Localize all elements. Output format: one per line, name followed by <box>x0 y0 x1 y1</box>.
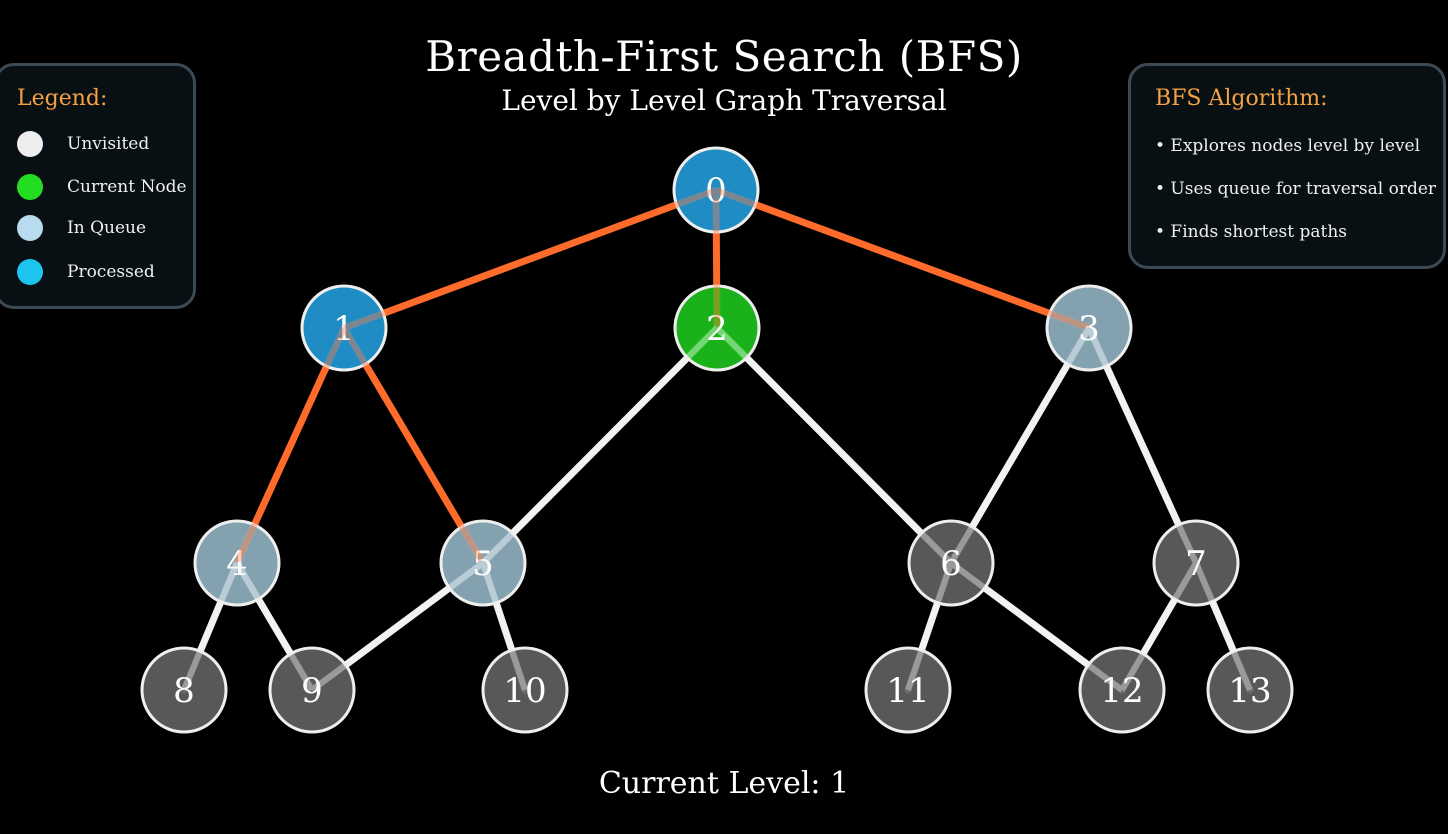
nodes-layer: 012345678910111213 <box>140 146 1294 734</box>
graph-node-2: 2 <box>673 284 761 372</box>
node-label: 4 <box>226 544 248 584</box>
node-circle <box>439 519 527 607</box>
legend-item-current: Current Node <box>17 173 187 201</box>
legend-heading: Legend: <box>17 86 108 111</box>
edge-overlay-3-7 <box>1086 326 1199 565</box>
edge-overlay-layer <box>181 187 1253 693</box>
node-circle <box>268 646 356 734</box>
edge-overlay-3-6 <box>948 326 1092 565</box>
graph-node-6: 6 <box>907 519 995 607</box>
node-circle <box>481 646 569 734</box>
graph-node-4: 4 <box>193 519 281 607</box>
node-label: 1 <box>333 309 355 349</box>
page-title: Breadth-First Search (BFS) <box>425 32 1023 81</box>
algorithm-panel: BFS Algorithm: • Explores nodes level by… <box>1128 63 1446 269</box>
node-circle <box>140 646 228 734</box>
node-label: 3 <box>1078 309 1100 349</box>
edge-overlay-2-6 <box>714 325 954 566</box>
legend-label: Unvisited <box>67 134 150 154</box>
node-circle <box>673 284 761 372</box>
node-label: 13 <box>1228 671 1271 711</box>
edge-overlay-0-3 <box>714 187 1091 331</box>
edge-overlay-6-11 <box>905 562 954 691</box>
edge-2-5 <box>479 324 721 567</box>
node-label: 9 <box>301 671 323 711</box>
node-circle <box>864 646 952 734</box>
node-circle <box>672 146 760 234</box>
graph-node-1: 1 <box>300 284 388 372</box>
graph-node-5: 5 <box>439 519 527 607</box>
legend-swatch <box>17 174 43 200</box>
graph-node-9: 9 <box>268 646 356 734</box>
node-circle <box>300 284 388 372</box>
node-circle <box>1045 284 1133 372</box>
node-circle <box>1078 646 1166 734</box>
page-subtitle: Level by Level Graph Traversal <box>501 84 947 117</box>
node-label: 2 <box>706 309 728 349</box>
legend-item-in-queue: In Queue <box>17 214 146 242</box>
node-label: 8 <box>173 671 195 711</box>
legend-item-unvisited: Unvisited <box>17 130 149 158</box>
edge-overlay-7-13 <box>1193 561 1253 692</box>
node-label: 12 <box>1100 671 1143 711</box>
edge-overlay-0-1 <box>342 187 718 331</box>
edge-overlay-4-9 <box>234 561 315 692</box>
node-circle <box>1206 646 1294 734</box>
graph-node-8: 8 <box>140 646 228 734</box>
graph-node-11: 11 <box>864 646 952 734</box>
legend-swatch <box>17 215 43 241</box>
node-label: 7 <box>1185 544 1207 584</box>
edge-overlay-0-2 <box>713 189 720 329</box>
legend-label: In Queue <box>67 218 147 238</box>
algorithm-heading: BFS Algorithm: <box>1155 86 1328 111</box>
graph-node-10: 10 <box>481 646 569 734</box>
edge-overlay-7-12 <box>1119 561 1199 692</box>
node-circle <box>907 519 995 607</box>
legend-swatch <box>17 131 43 157</box>
node-circle <box>1152 519 1240 607</box>
legend-item-processed: Processed <box>17 258 155 286</box>
node-label: 5 <box>472 544 494 584</box>
edge-overlay-1-5 <box>341 326 486 565</box>
graph-node-12: 12 <box>1078 646 1166 734</box>
legend-swatch <box>17 259 43 285</box>
edge-overlay-1-4 <box>234 326 347 565</box>
edge-0-1 <box>340 186 720 332</box>
node-circle <box>193 519 281 607</box>
edge-3-6 <box>947 324 1093 567</box>
algorithm-item: • Uses queue for traversal order <box>1155 179 1437 199</box>
node-label: 6 <box>940 544 962 584</box>
graph-node-0: 0 <box>672 146 760 234</box>
edge-overlay-2-5 <box>480 325 720 566</box>
edge-0-3 <box>712 186 1093 332</box>
edge-overlay-6-12 <box>949 560 1124 693</box>
edge-overlay-5-9 <box>310 560 485 693</box>
node-label: 11 <box>886 671 929 711</box>
legend-label: Current Node <box>67 177 187 197</box>
graph-node-13: 13 <box>1206 646 1294 734</box>
edge-overlay-5-10 <box>480 562 528 691</box>
algorithm-item: • Finds shortest paths <box>1155 222 1348 242</box>
node-label: 10 <box>503 671 546 711</box>
edge-2-6 <box>713 324 955 567</box>
node-label: 0 <box>705 171 727 211</box>
edge-overlay-4-8 <box>181 561 240 692</box>
legend-label: Processed <box>67 262 155 282</box>
edge-1-5 <box>340 324 487 567</box>
current-level-status: Current Level: 1 <box>598 766 850 801</box>
graph-node-3: 3 <box>1045 284 1133 372</box>
graph-node-7: 7 <box>1152 519 1240 607</box>
algorithm-item: • Explores nodes level by level <box>1155 136 1421 156</box>
